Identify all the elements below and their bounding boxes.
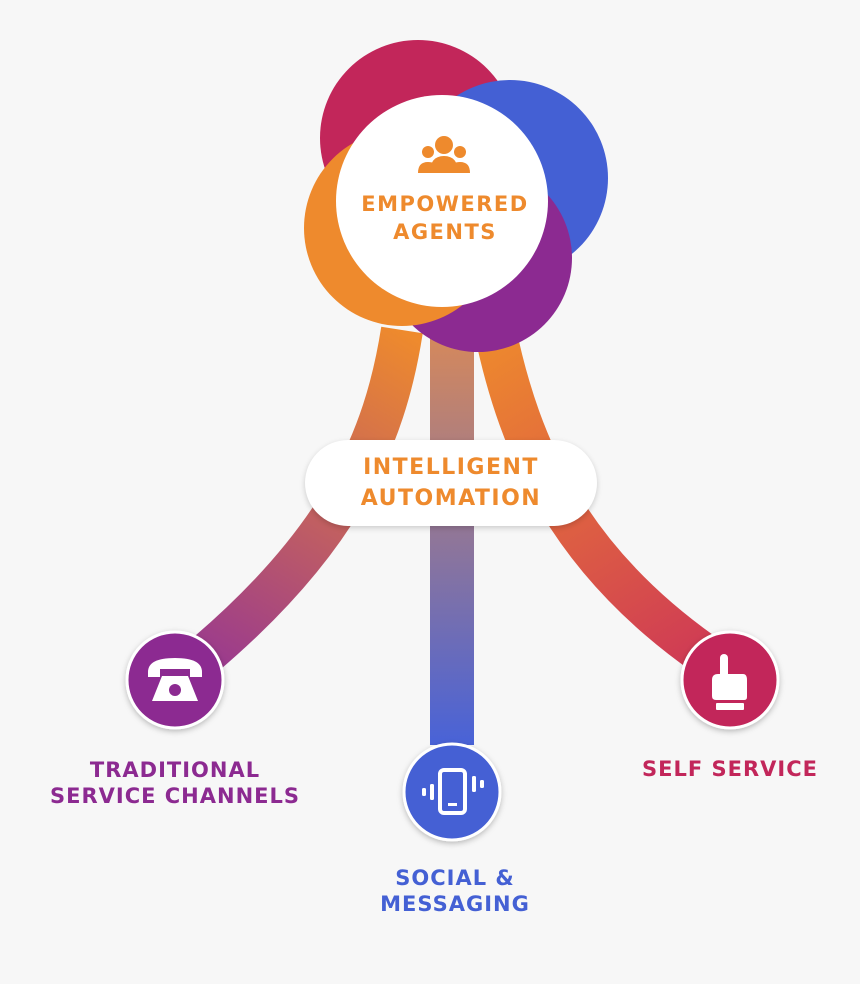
hub-title-line1: EMPOWERED bbox=[361, 192, 529, 216]
hub-core bbox=[336, 95, 548, 307]
social-label-line2: MESSAGING bbox=[380, 891, 530, 916]
social-messaging-label: SOCIAL & MESSAGING bbox=[330, 866, 580, 917]
mobile-phone-icon bbox=[422, 768, 484, 815]
telephone-dial bbox=[169, 684, 181, 696]
traditional-label-line1: TRADITIONAL bbox=[89, 758, 261, 782]
people-group-icon bbox=[418, 136, 470, 173]
self-service-label: SELF SERVICE bbox=[610, 757, 850, 783]
traditional-label-line2: SERVICE CHANNELS bbox=[49, 783, 300, 808]
automation-line2: AUTOMATION bbox=[360, 486, 542, 511]
self-service-label-line1: SELF SERVICE bbox=[642, 757, 818, 781]
pointing-hand-icon bbox=[712, 654, 747, 710]
social-label-line1: SOCIAL & bbox=[395, 866, 515, 890]
automation-line1: INTELLIGENT bbox=[363, 455, 539, 480]
hub-title: EMPOWERED AGENTS bbox=[340, 190, 550, 246]
social-channel-circle bbox=[402, 742, 502, 842]
hub-title-line2: AGENTS bbox=[393, 220, 497, 244]
traditional-channels-label: TRADITIONAL SERVICE CHANNELS bbox=[20, 758, 330, 809]
intelligent-automation-pill: INTELLIGENT AUTOMATION bbox=[305, 440, 597, 526]
